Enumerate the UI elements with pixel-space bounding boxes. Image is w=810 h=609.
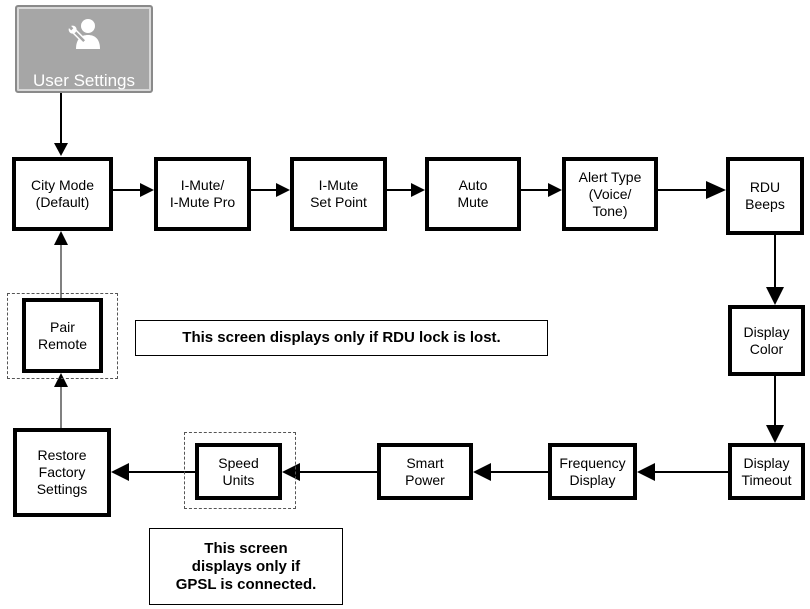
speed-units-conditional-outline — [184, 432, 296, 509]
arrow-head-speed-to-restore — [111, 463, 129, 481]
user-wrench-icon — [68, 19, 100, 49]
arrow-head-restore-to-pair — [54, 373, 68, 387]
arrow-head-city-to-imute — [140, 183, 154, 197]
pair-remote-box: Pair Remote — [22, 298, 103, 373]
arrow-head-automute-to-alert — [548, 183, 562, 197]
arrow-head-color-to-timeout — [766, 425, 784, 443]
display-color-box: Display Color — [728, 305, 805, 376]
arrow-head-timeout-to-frequency — [637, 463, 655, 481]
restore-factory-settings-box: Restore Factory Settings — [13, 428, 111, 517]
auto-mute-box: Auto Mute — [425, 157, 521, 231]
arrow-head-imute-to-setpoint — [276, 183, 290, 197]
arrow-head-user-to-city — [54, 143, 68, 156]
arrow-head-alert-to-rdu — [706, 181, 726, 199]
user-settings-button[interactable]: User Settings — [15, 5, 153, 93]
alert-type-box: Alert Type (Voice/ Tone) — [562, 157, 658, 231]
arrow-head-pair-to-city — [54, 231, 68, 245]
speed-units-box: Speed Units — [195, 443, 282, 500]
city-mode-box: City Mode (Default) — [12, 157, 113, 231]
frequency-display-box: Frequency Display — [548, 443, 637, 500]
i-mute-set-point-box: I-Mute Set Point — [290, 157, 387, 231]
user-settings-label: User Settings — [32, 71, 136, 90]
pair-remote-conditional-outline — [7, 293, 118, 379]
i-mute-box: I-Mute/ I-Mute Pro — [154, 157, 251, 231]
rdu-lock-note: This screen displays only if RDU lock is… — [135, 320, 548, 356]
arrow-head-setpoint-to-automute — [411, 183, 425, 197]
smart-power-box: Smart Power — [377, 443, 473, 500]
display-timeout-box: Display Timeout — [728, 443, 805, 500]
arrow-head-frequency-to-smart — [473, 463, 491, 481]
rdu-beeps-box: RDU Beeps — [726, 157, 804, 235]
gpsl-note: This screen displays only if GPSL is con… — [149, 528, 343, 605]
arrow-head-rdu-to-color — [766, 287, 784, 305]
